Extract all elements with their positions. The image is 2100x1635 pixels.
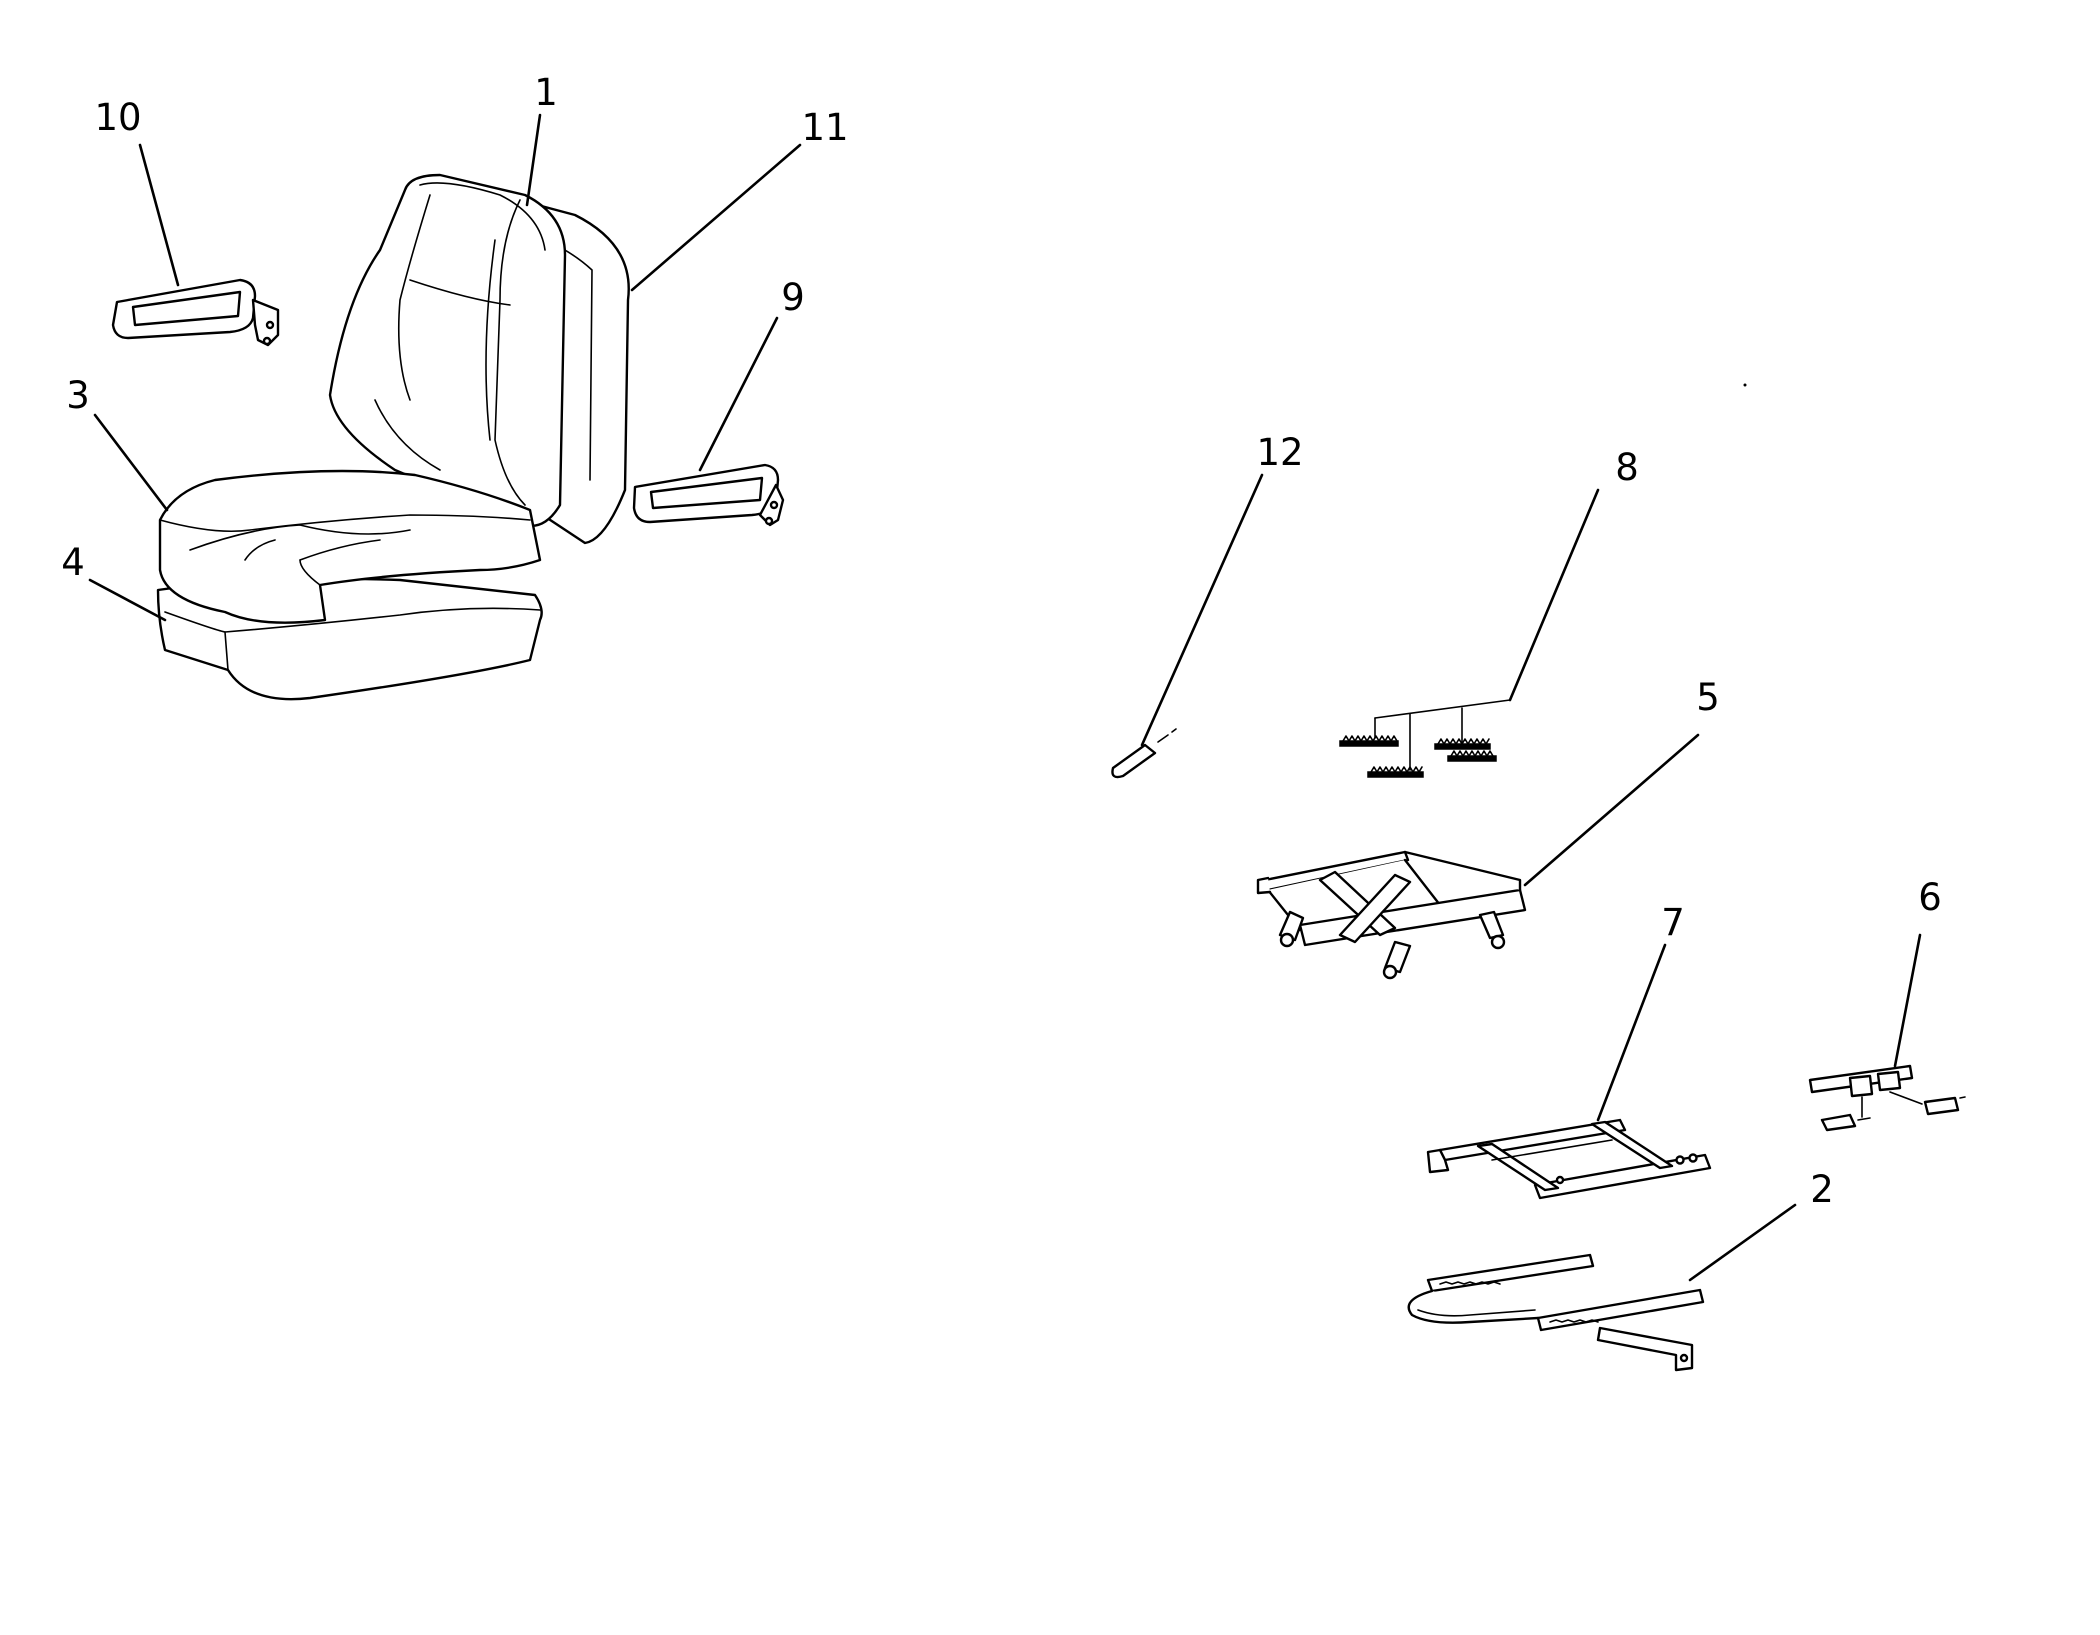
part-seat-cushion	[158, 469, 542, 624]
part-lever-bracket-set	[1808, 1064, 1966, 1132]
callout-7: 7	[1661, 901, 1685, 944]
part-right-armrest	[632, 463, 785, 527]
part-mounting-frame	[1426, 1118, 1712, 1200]
leader-3	[93, 413, 169, 512]
callout-3: 3	[66, 374, 90, 417]
callout-5: 5	[1696, 676, 1720, 719]
leader-10	[138, 143, 180, 287]
part-slide-rail-assembly	[1407, 1253, 1705, 1372]
leader-11	[630, 143, 802, 292]
leader-8	[1508, 488, 1600, 702]
callout-4: 4	[61, 541, 85, 584]
leader-6	[1893, 933, 1922, 1068]
leader-4	[88, 578, 167, 622]
callout-10: 10	[94, 96, 141, 139]
callout-12: 12	[1256, 431, 1303, 474]
stray-dot	[1743, 383, 1747, 387]
callout-1: 1	[534, 71, 558, 114]
leader-2	[1688, 1203, 1797, 1282]
leader-1	[525, 113, 542, 207]
leader-7	[1596, 943, 1667, 1122]
callout-2: 2	[1810, 1168, 1834, 1211]
leader-lines	[88, 113, 1922, 1282]
callout-9: 9	[781, 276, 805, 319]
part-pin	[1111, 728, 1177, 779]
part-seat-back	[328, 173, 567, 527]
leader-12	[1140, 473, 1264, 747]
callout-8: 8	[1615, 446, 1639, 489]
leader-9	[698, 316, 779, 472]
leader-5	[1523, 733, 1700, 887]
callout-labels: 1 2 3 4 5 6 7 8 9 10 11 12	[61, 71, 1942, 1211]
part-suspension-scissor	[1256, 850, 1527, 980]
part-fastener-set	[1339, 699, 1511, 778]
callout-11: 11	[801, 106, 848, 149]
part-left-armrest	[111, 278, 280, 347]
callout-6: 6	[1918, 876, 1942, 919]
